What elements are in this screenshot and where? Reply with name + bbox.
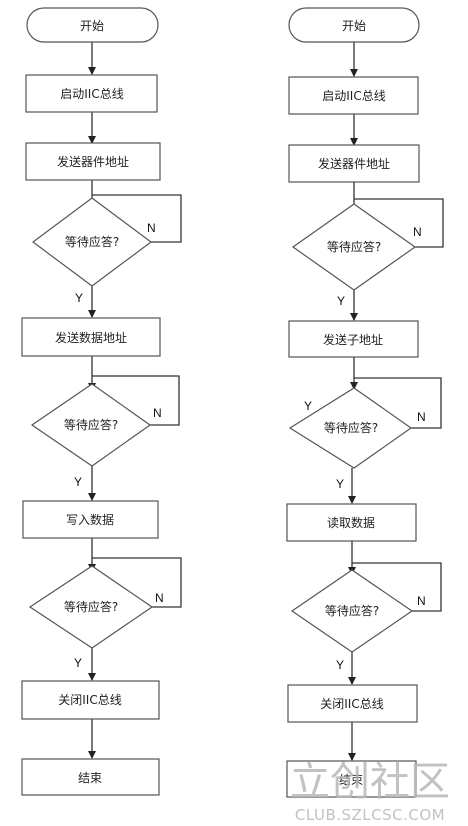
right-no-label-1: N xyxy=(413,225,422,239)
right-yes-label-1: Y xyxy=(337,294,345,308)
right-send-device-addr-box xyxy=(288,144,420,183)
watermark-url: CLUB.SZLCSC.COM xyxy=(295,806,445,824)
left-start-bus-label: 启动IIC总线 xyxy=(60,87,123,101)
left-loop-n-2 xyxy=(92,375,180,426)
right-start-bus-box xyxy=(288,76,419,115)
right-yes-label-2b: Y xyxy=(336,477,344,491)
right-loop-n-3 xyxy=(352,562,442,612)
left-end-label: 结束 xyxy=(78,771,102,785)
left-no-label-1: N xyxy=(147,221,156,235)
right-wait-ack-3-label: 等待应答? xyxy=(325,603,379,618)
left-start-terminal xyxy=(26,7,159,43)
right-wait-ack-3-diamond xyxy=(290,569,414,653)
right-end-label: 结束 xyxy=(339,773,363,787)
right-close-bus-box xyxy=(287,684,418,723)
right-no-label-3: N xyxy=(417,594,426,608)
right-start-label: 开始 xyxy=(342,19,366,33)
right-yes-label-3: Y xyxy=(336,658,344,672)
right-send-sub-addr-box xyxy=(288,320,419,358)
right-flowchart: 开始 启动IIC总线 发送器件地址 等待应答? N Y 发送子地址 等待应答? … xyxy=(286,7,444,798)
left-wait-ack-2-label: 等待应答? xyxy=(64,417,118,432)
left-send-data-addr-label: 发送数据地址 xyxy=(55,330,127,345)
right-wait-ack-2-label: 等待应答? xyxy=(324,420,378,435)
right-yes-label-2a: Y xyxy=(304,399,312,413)
left-no-label-2: N xyxy=(153,406,162,420)
right-read-data-box xyxy=(286,503,417,542)
left-no-label-3: N xyxy=(155,591,164,605)
right-no-label-2: N xyxy=(417,410,426,424)
watermark: 立创社区 CLUB.SZLCSC.COM xyxy=(290,759,450,824)
right-send-device-addr-label: 发送器件地址 xyxy=(318,156,390,171)
right-wait-ack-2-diamond xyxy=(288,387,413,469)
left-send-device-addr-box xyxy=(25,142,161,181)
right-loop-n-1 xyxy=(354,198,444,248)
right-read-data-label: 读取数据 xyxy=(327,515,375,530)
left-write-data-label: 写入数据 xyxy=(66,512,114,527)
right-end-box xyxy=(286,760,417,798)
left-loop-n-3 xyxy=(92,557,182,608)
left-wait-ack-3-diamond xyxy=(28,565,154,649)
left-end-box xyxy=(21,758,160,796)
left-send-device-addr-label: 发送器件地址 xyxy=(57,154,129,169)
right-start-terminal xyxy=(288,7,420,43)
left-wait-ack-3-label: 等待应答? xyxy=(64,599,118,614)
left-loop-n-1 xyxy=(92,194,182,243)
right-send-sub-addr-label: 发送子地址 xyxy=(323,332,383,347)
right-wait-ack-1-diamond xyxy=(291,203,417,291)
left-start-bus-box xyxy=(25,74,158,113)
right-close-bus-label: 关闭IIC总线 xyxy=(320,697,383,711)
left-yes-label-3: Y xyxy=(74,656,82,670)
left-start-label: 开始 xyxy=(80,19,104,33)
right-wait-ack-1-label: 等待应答? xyxy=(327,239,381,254)
left-close-bus-label: 关闭IIC总线 xyxy=(58,693,121,707)
left-wait-ack-2-diamond xyxy=(30,383,152,467)
left-send-data-addr-box xyxy=(21,317,161,357)
left-close-bus-box xyxy=(21,680,160,720)
left-flowchart: 开始 启动IIC总线 发送器件地址 等待应答? N Y 发送数据地址 等待应答?… xyxy=(21,7,182,796)
left-yes-label-1: Y xyxy=(75,291,83,305)
left-yes-label-2: Y xyxy=(74,475,82,489)
left-wait-ack-1-diamond xyxy=(31,197,153,287)
left-write-data-box xyxy=(22,500,159,539)
left-wait-ack-1-label: 等待应答? xyxy=(65,234,119,249)
right-loop-n-2 xyxy=(354,377,442,429)
watermark-name: 立创社区 xyxy=(290,759,450,805)
right-start-bus-label: 启动IIC总线 xyxy=(322,89,385,103)
